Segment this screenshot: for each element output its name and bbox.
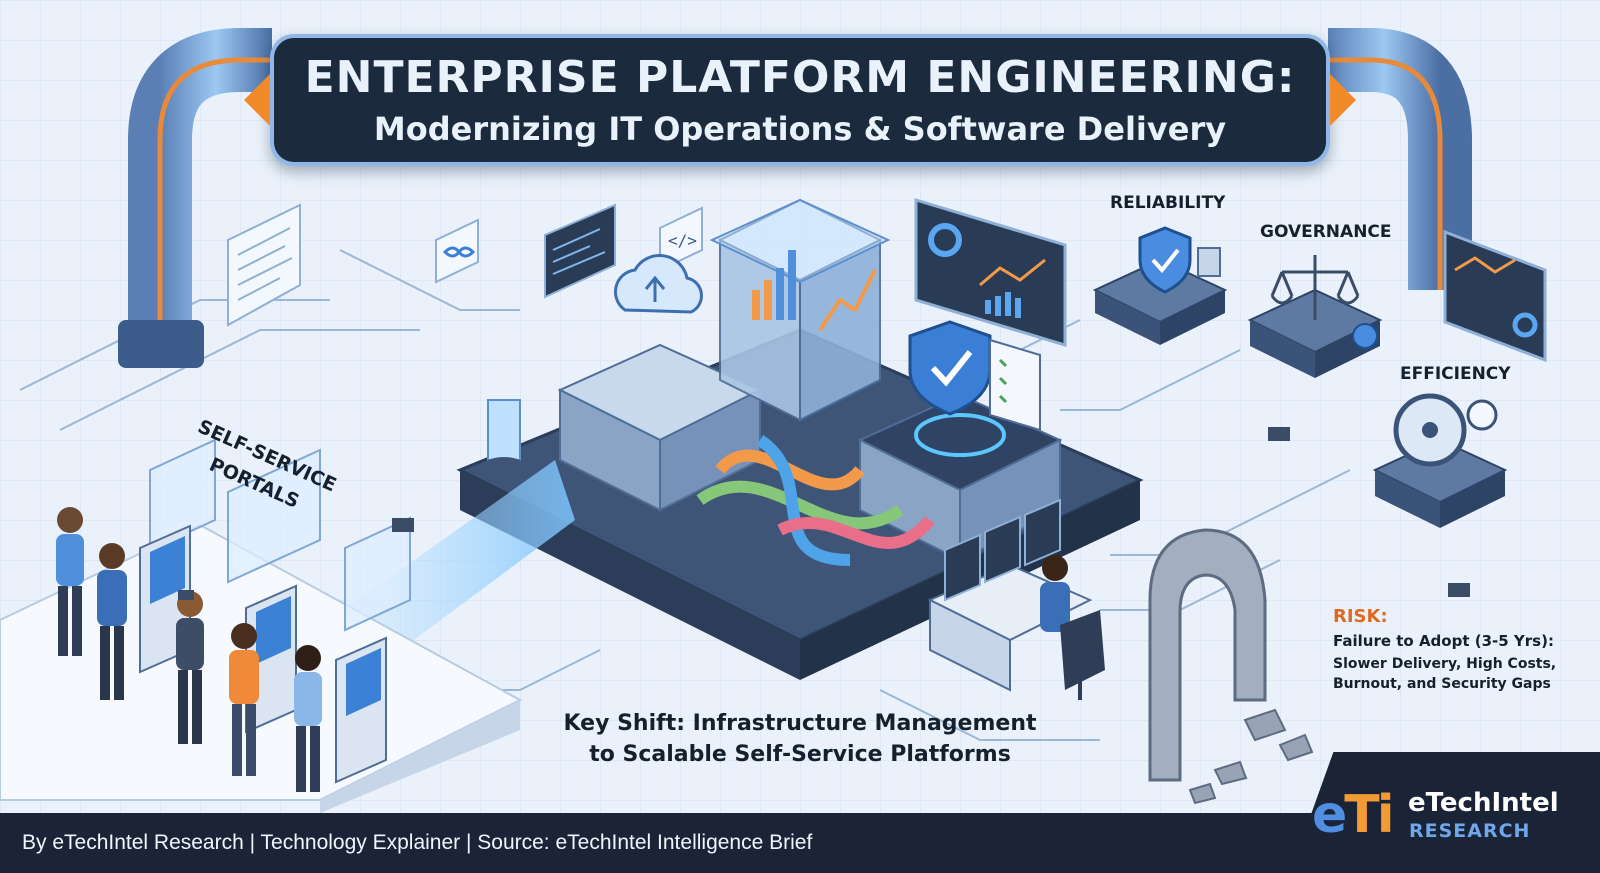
title-line1: ENTERPRISE PLATFORM ENGINEERING:	[304, 52, 1296, 103]
left-pipe	[118, 28, 272, 368]
cloud-upload-icon	[614, 253, 703, 314]
logo-mark-ti: Ti	[1344, 785, 1394, 845]
brand-name: eTechIntel	[1408, 788, 1559, 818]
governance-pedestal	[1247, 255, 1383, 378]
dashboard-screen	[914, 197, 1067, 348]
risk-title: RISK:	[1333, 606, 1388, 627]
governance-label: GOVERNANCE	[1260, 222, 1392, 242]
scales-icon	[1270, 255, 1360, 320]
floating-code-screen	[227, 203, 301, 327]
clipboard-icon	[989, 338, 1041, 432]
broken-arch	[1148, 528, 1314, 805]
chart-box	[709, 198, 891, 332]
terminal-screen	[544, 203, 616, 299]
key-shift-caption: Key Shift: Infrastructure Management to …	[520, 708, 1080, 770]
chips	[178, 427, 1470, 600]
logo-plate	[1290, 752, 1600, 873]
footer-byline: By eTechIntel Research | Technology Expl…	[22, 831, 813, 854]
operator-desk	[927, 498, 1105, 700]
risk-description: Slower Delivery, High Costs, Burnout, an…	[1333, 656, 1557, 692]
brand-logo-mark: eTi	[1312, 785, 1395, 845]
efficiency-pedestal	[1372, 393, 1508, 528]
people	[56, 507, 322, 792]
right-pipe	[1328, 28, 1472, 290]
infinity-icon	[435, 218, 479, 284]
data-beam	[330, 460, 575, 680]
risk-subtitle: Failure to Adopt (3-5 Yrs):	[1333, 632, 1554, 650]
portal-screens	[149, 438, 411, 632]
title-banner: ENTERPRISE PLATFORM ENGINEERING: Moderni…	[244, 34, 1356, 166]
logo-mark-e: e	[1312, 785, 1347, 845]
efficiency-label: EFFICIENCY	[1400, 364, 1511, 384]
svg-text:</>: </>	[668, 231, 697, 250]
banner-arrow-left	[244, 74, 270, 126]
key-shift-line2: to Scalable Self-Service Platforms	[589, 742, 1011, 767]
title-line2: Modernizing IT Operations & Software Del…	[373, 110, 1227, 148]
brand-subtitle: RESEARCH	[1409, 820, 1531, 842]
right-dashboard-screen	[1443, 229, 1547, 363]
banner-arrow-right	[1330, 74, 1356, 126]
reliability-pedestal	[1092, 226, 1228, 345]
shield-check-icon	[908, 320, 992, 416]
cylinder	[487, 399, 521, 461]
code-brackets-icon: </>	[659, 206, 703, 272]
reliability-label: RELIABILITY	[1110, 193, 1226, 213]
key-shift-line1: Key Shift: Infrastructure Management	[563, 711, 1037, 736]
